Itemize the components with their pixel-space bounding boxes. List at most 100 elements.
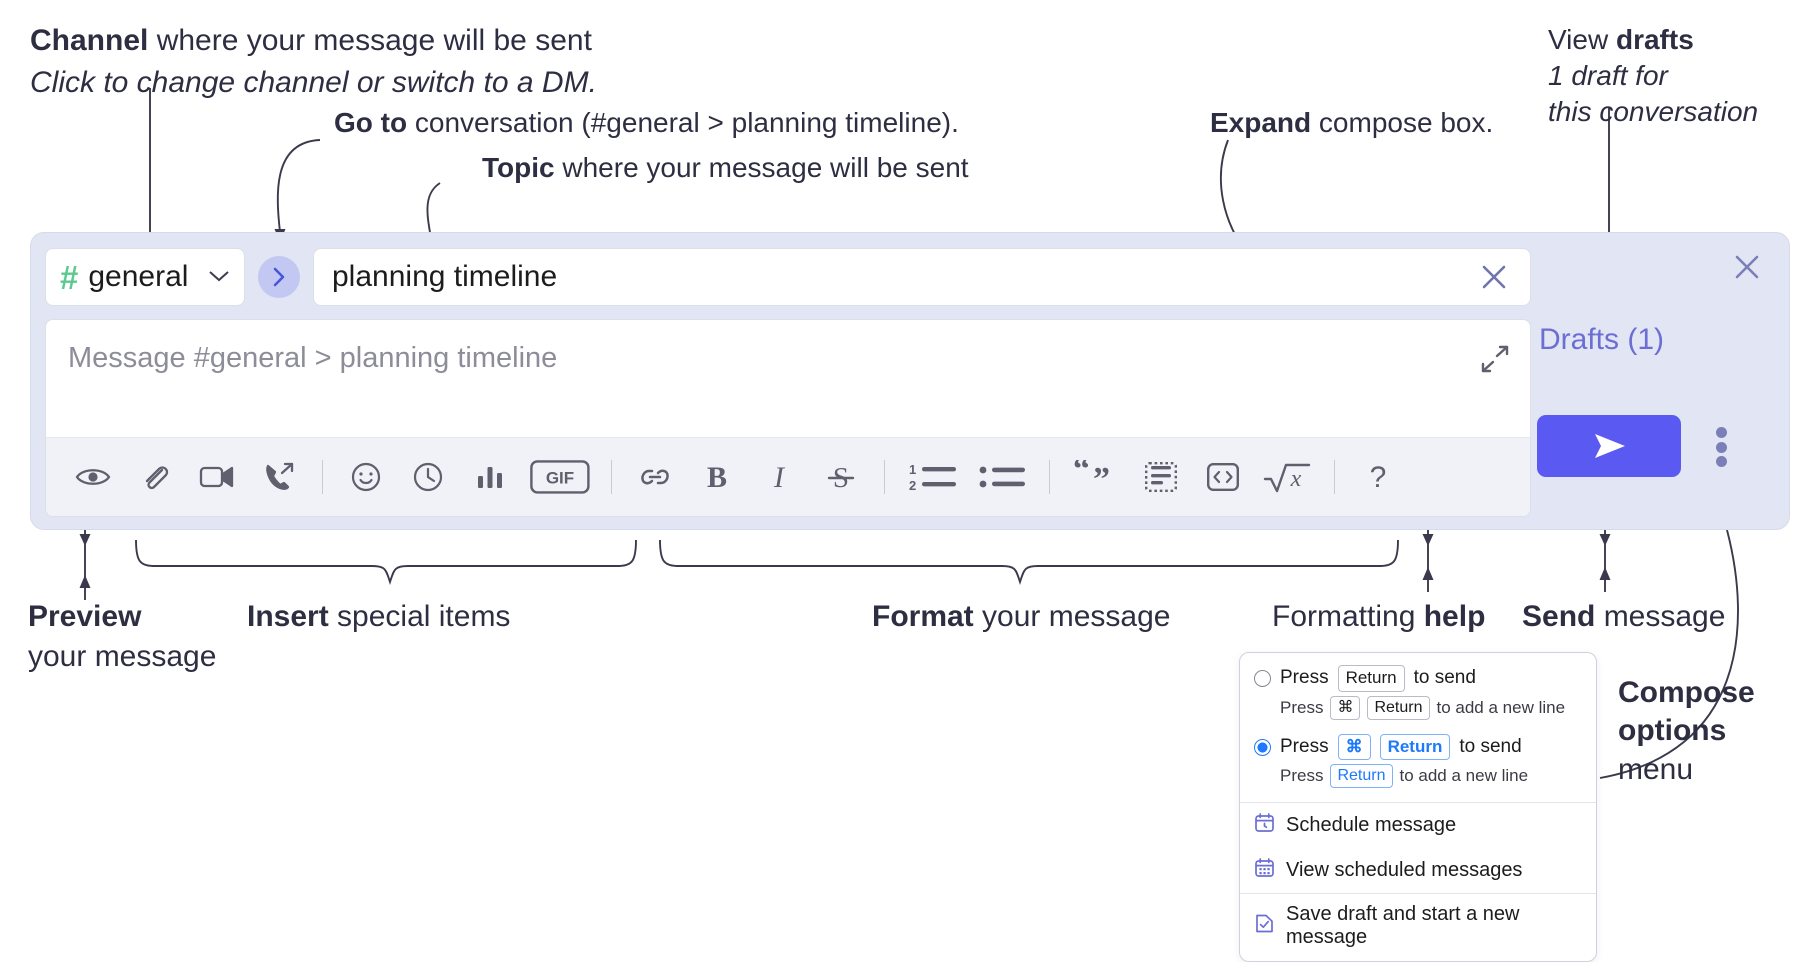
menu-item-label: Save draft and start a new message <box>1286 903 1520 949</box>
annotation-drafts-line2: this conversation <box>1548 95 1759 127</box>
preview-icon[interactable] <box>70 454 116 500</box>
kebab-dot <box>1715 456 1727 467</box>
option2-hint: Press Return to add a new line <box>1280 764 1582 789</box>
hash-icon: # <box>60 258 79 296</box>
svg-text:“: “ <box>1073 460 1090 488</box>
link-icon[interactable] <box>632 454 678 500</box>
channel-selector-button[interactable]: # general <box>45 248 245 306</box>
svg-text:1: 1 <box>909 462 916 477</box>
annotation-preview-bold: Preview <box>28 600 142 633</box>
channel-name: general <box>88 260 189 293</box>
menu-item-save-draft[interactable]: Save draft and start a new message <box>1240 894 1596 961</box>
annotation-format-rest: your message <box>973 600 1171 633</box>
attachment-icon[interactable] <box>132 454 178 500</box>
compose-header: # general planning timeline <box>45 247 1531 307</box>
strikethrough-icon[interactable]: S <box>818 454 864 500</box>
bulleted-list-icon[interactable] <box>977 454 1029 500</box>
send-button[interactable] <box>1537 415 1681 477</box>
annotation-compose-options: Compose options menu <box>1618 674 1755 789</box>
option-return-to-send[interactable]: Press Return to send <box>1254 665 1582 692</box>
option1-sub-suffix: to add a new line <box>1436 697 1566 717</box>
gif-icon[interactable]: GIF <box>529 454 591 500</box>
bold-icon[interactable]: B <box>694 454 740 500</box>
save-draft-icon <box>1254 913 1275 940</box>
svg-text:?: ? <box>1370 461 1387 494</box>
clear-topic-icon[interactable] <box>1474 257 1514 297</box>
annotation-channel-rest: where your message will be sent <box>148 24 592 57</box>
call-icon[interactable] <box>256 454 302 500</box>
svg-text:GIF: GIF <box>546 469 574 488</box>
radio-selected-icon[interactable] <box>1254 738 1271 756</box>
annotation-format-bold: Format <box>872 600 974 633</box>
annotation-compose-options-l2: options <box>1618 714 1727 748</box>
calendar-clock-icon <box>1254 812 1275 839</box>
expand-compose-icon[interactable] <box>1478 342 1516 380</box>
annotation-drafts-line1: 1 draft for <box>1548 59 1668 91</box>
topic-value: planning timeline <box>332 260 558 293</box>
ordered-list-icon[interactable]: 1 2 <box>905 454 961 500</box>
message-input[interactable]: Message #general > planning timeline <box>46 320 1530 438</box>
annotation-insert: Insert special items <box>247 598 510 636</box>
annotation-goto: Go to conversation (#general > planning … <box>334 105 959 141</box>
italic-icon[interactable]: I <box>756 454 802 500</box>
svg-text:B: B <box>707 461 727 493</box>
svg-text:2: 2 <box>909 478 916 493</box>
option1-press: Press <box>1280 667 1329 689</box>
annotation-channel-bold: Channel <box>30 24 149 57</box>
compose-box: # general planning timeline <box>30 232 1790 530</box>
annotation-expand-rest: compose box. <box>1311 107 1494 138</box>
clock-icon[interactable] <box>405 454 451 500</box>
menu-item-view-scheduled[interactable]: View scheduled messages <box>1240 848 1596 893</box>
annotation-drafts-bold: drafts <box>1615 24 1694 55</box>
code-block-icon[interactable] <box>1138 454 1184 500</box>
option2-sub-press: Press <box>1280 766 1324 786</box>
option1-hint: Press ⌘ Return to add a new line <box>1280 695 1582 720</box>
compose-options-button[interactable] <box>1703 423 1739 471</box>
menu-item-schedule-message[interactable]: Schedule message <box>1240 803 1596 848</box>
emoji-icon[interactable] <box>343 454 389 500</box>
annotation-drafts: View drafts 1 draft for this conversatio… <box>1548 22 1758 129</box>
formatting-toolbar: GIF B <box>46 437 1530 516</box>
option2-sub-key-return: Return <box>1330 764 1393 789</box>
toolbar-separator <box>884 460 885 494</box>
annotation-send-rest: message <box>1595 600 1726 633</box>
compose-right-rail: Drafts (1) <box>1531 247 1775 517</box>
annotation-insert-bold: Insert <box>247 600 329 633</box>
toolbar-separator <box>322 460 323 494</box>
menu-divider <box>1240 893 1596 895</box>
annotation-compose-options-l1: Compose <box>1618 676 1755 709</box>
compose-main: # general planning timeline <box>45 247 1531 517</box>
help-icon[interactable]: ? <box>1355 454 1401 500</box>
annotation-topic-rest: where your message will be sent <box>554 152 969 183</box>
kebab-dot <box>1715 427 1727 438</box>
option1-suffix: to send <box>1413 667 1476 689</box>
annotation-preview: Preview your message <box>28 598 216 677</box>
toolbar-separator <box>1334 460 1335 494</box>
toolbar-separator <box>611 460 612 494</box>
annotation-format: Format your message <box>872 598 1170 636</box>
annotation-preview-rest: your message <box>28 640 217 674</box>
inline-code-icon[interactable] <box>1200 454 1246 500</box>
kebab-dot <box>1715 441 1727 453</box>
poll-icon[interactable] <box>467 454 513 500</box>
annotation-goto-rest: conversation (#general > planning timeli… <box>407 107 959 138</box>
annotation-help: Formatting help <box>1272 598 1485 636</box>
video-icon[interactable] <box>194 454 240 500</box>
topic-input[interactable]: planning timeline <box>313 248 1531 306</box>
annotation-topic: Topic where your message will be sent <box>482 150 969 186</box>
send-icon <box>1595 434 1625 458</box>
annotation-channel-italic: Click to change channel or switch to a D… <box>30 66 597 100</box>
annotation-channel: Channel where your message will be sent … <box>30 22 597 103</box>
close-compose-icon[interactable] <box>1729 249 1769 289</box>
annotation-insert-rest: special items <box>328 600 511 633</box>
go-to-conversation-button[interactable] <box>258 256 300 298</box>
drafts-link[interactable]: Drafts (1) <box>1539 323 1665 356</box>
option2-sub-suffix: to add a new line <box>1399 766 1529 786</box>
send-shortcut-options: Press Return to send Press ⌘ Return to a… <box>1240 653 1596 802</box>
menu-item-label: Schedule message <box>1286 814 1457 837</box>
blockquote-icon[interactable]: “ ” <box>1070 454 1122 500</box>
math-icon[interactable]: x <box>1262 454 1314 500</box>
radio-unselected-icon[interactable] <box>1254 669 1271 687</box>
annotation-drafts-prefix: View <box>1548 24 1616 55</box>
option-cmd-return-to-send[interactable]: Press ⌘ Return to send <box>1254 733 1582 761</box>
